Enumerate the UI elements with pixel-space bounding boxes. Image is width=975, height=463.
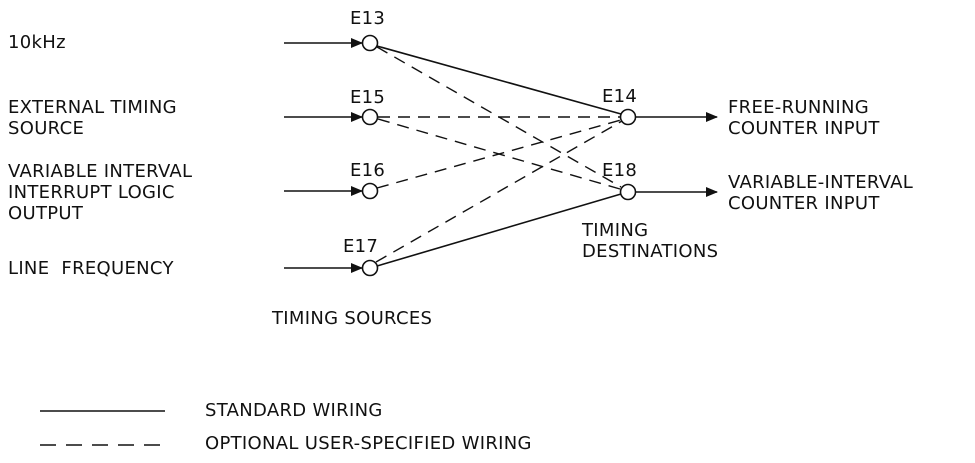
- legend-optional-label: OPTIONAL USER-SPECIFIED WIRING: [205, 433, 532, 454]
- timing-destinations-label: TIMING DESTINATIONS: [582, 220, 718, 262]
- node-label-e15: E15: [350, 87, 386, 108]
- destination-label-variable-interval: VARIABLE-INTERVAL COUNTER INPUT: [728, 172, 913, 214]
- wire-e17-e14-optional: [375, 120, 623, 263]
- node-e16-circle: [361, 182, 379, 200]
- node-label-e14: E14: [602, 86, 638, 107]
- destination-label-line: COUNTER INPUT: [728, 118, 880, 139]
- destination-label-line: FREE-RUNNING: [728, 97, 870, 118]
- node-label-e16: E16: [350, 160, 386, 181]
- timing-destinations-line: TIMING: [582, 220, 649, 241]
- wire-e13-e14-standard: [376, 45, 622, 115]
- source-label-line: OUTPUT: [8, 203, 84, 224]
- node-e17-circle: [361, 259, 379, 277]
- destination-label-line: VARIABLE-INTERVAL: [728, 172, 914, 193]
- source-label-line: INTERRUPT LOGIC: [8, 182, 175, 203]
- wire-e16-e14-optional: [376, 119, 622, 189]
- destination-label-free-running: FREE-RUNNING COUNTER INPUT: [728, 97, 880, 139]
- source-label-line: 10kHz: [8, 32, 66, 53]
- node-label-e18: E18: [602, 160, 638, 181]
- legend-standard-label: STANDARD WIRING: [205, 400, 383, 421]
- node-e13-circle: [361, 34, 379, 52]
- wire-e17-e18-standard: [376, 193, 622, 267]
- source-label-line: LINE FREQUENCY: [8, 258, 174, 279]
- source-label-line: SOURCE: [8, 118, 85, 139]
- source-label-10khz: 10kHz: [8, 32, 66, 53]
- source-label-variable-interval-logic: VARIABLE INTERVAL INTERRUPT LOGIC OUTPUT: [8, 161, 192, 224]
- source-label-external-timing: EXTERNAL TIMING SOURCE: [8, 97, 177, 139]
- source-label-line-frequency: LINE FREQUENCY: [8, 258, 174, 279]
- destination-label-line: COUNTER INPUT: [728, 193, 880, 214]
- source-label-line: EXTERNAL TIMING: [8, 97, 177, 118]
- node-label-e13: E13: [350, 8, 386, 29]
- timing-sources-label: TIMING SOURCES: [272, 308, 433, 329]
- timing-destinations-line: DESTINATIONS: [582, 241, 719, 262]
- node-label-e17: E17: [343, 236, 379, 257]
- source-label-line: VARIABLE INTERVAL: [8, 161, 193, 182]
- node-e14-circle: [619, 108, 637, 126]
- node-e18-circle: [619, 183, 637, 201]
- node-e15-circle: [361, 108, 379, 126]
